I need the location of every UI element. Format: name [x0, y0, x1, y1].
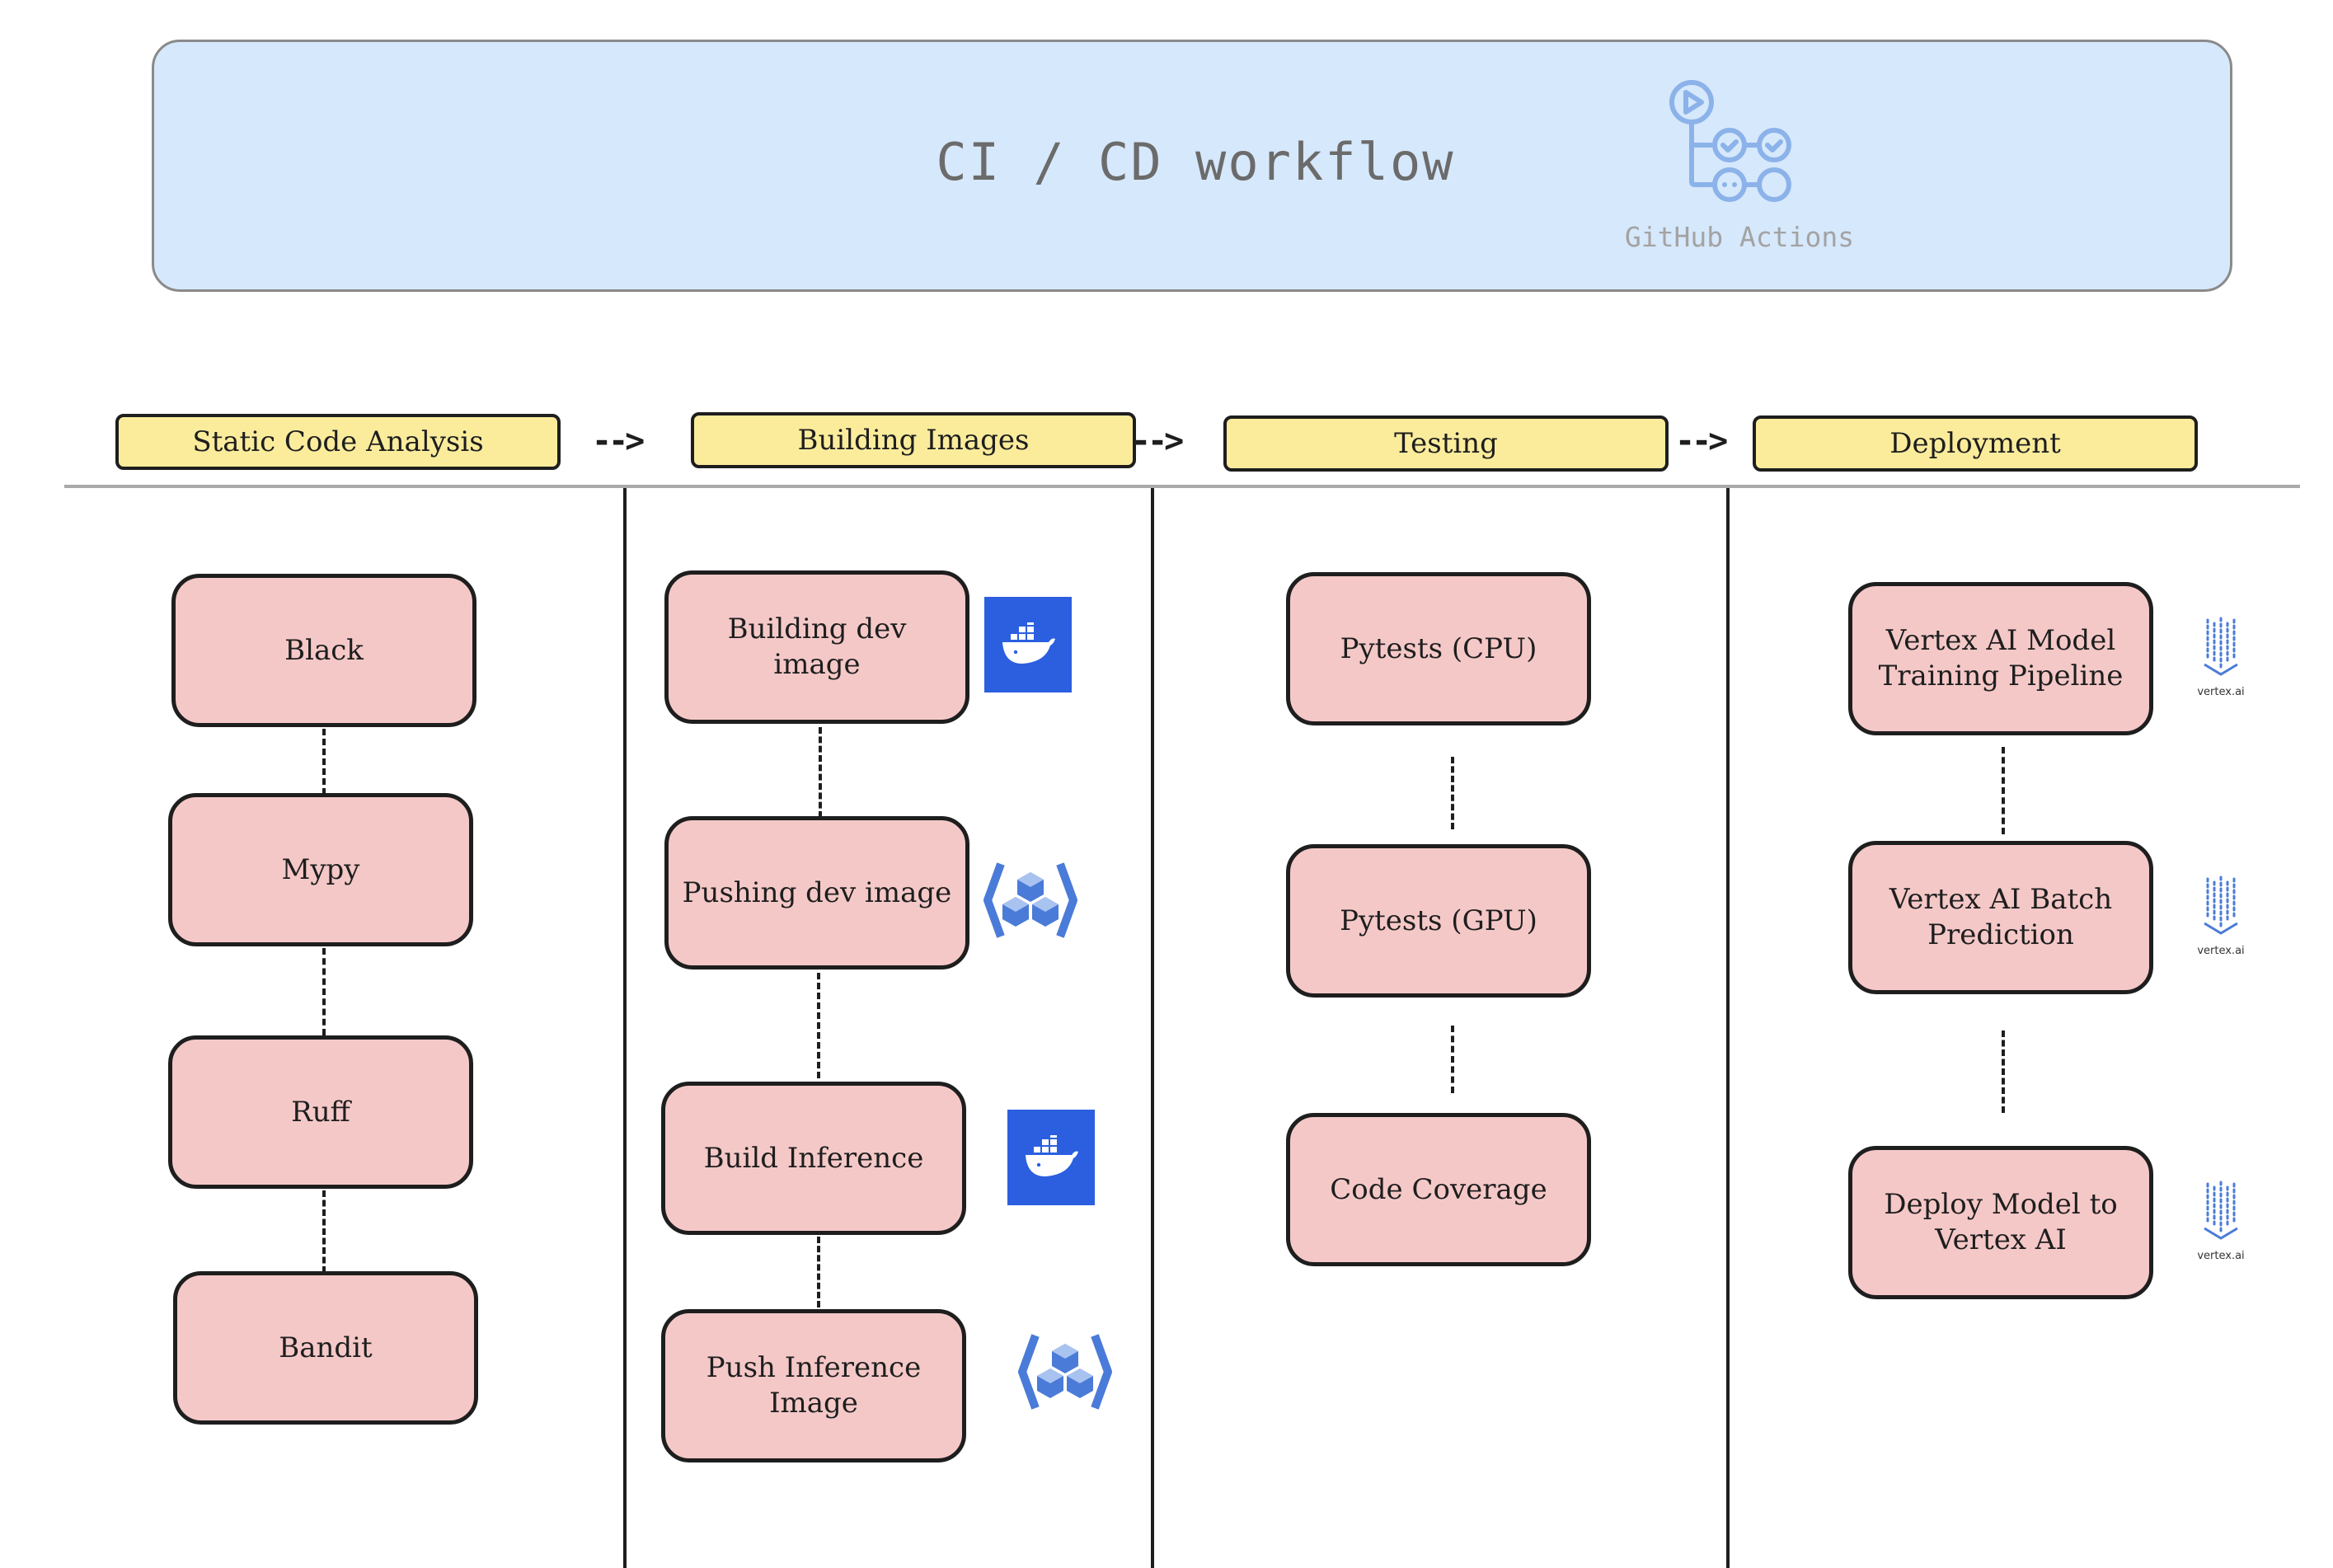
node-label: Ruff — [291, 1095, 350, 1129]
arrow-icon: --> — [592, 422, 645, 460]
header-divider — [64, 485, 2300, 488]
node-black: Black — [171, 574, 476, 727]
node-label: Black — [284, 633, 364, 667]
connector — [2002, 747, 2005, 834]
node-label: Push Inference Image — [706, 1351, 922, 1420]
vertex-caption: vertex.ai — [2197, 945, 2245, 957]
workflow-banner — [152, 40, 2232, 292]
node-label: Pytests (CPU) — [1340, 631, 1537, 665]
connector — [817, 973, 820, 1078]
artifact-registry-icon — [983, 862, 1077, 938]
stage-building-images: Building Images — [691, 412, 1136, 468]
node-ruff: Ruff — [168, 1035, 473, 1189]
artifact-registry-icon — [1018, 1334, 1112, 1410]
node-label: Pushing dev image — [682, 876, 952, 909]
stage-label: Building Images — [797, 424, 1030, 457]
docker-icon — [984, 597, 1072, 692]
connector — [1451, 1026, 1454, 1093]
node-building-dev-image: Building dev image — [664, 570, 969, 724]
vertex-ai-icon: vertex.ai — [2196, 615, 2246, 698]
column-divider — [1151, 488, 1154, 1568]
connector — [817, 1237, 820, 1307]
node-vertex-batch-prediction: Vertex AI Batch Prediction — [1848, 841, 2153, 994]
node-label: Vertex AI Batch Prediction — [1889, 883, 2113, 951]
vertex-ai-icon: vertex.ai — [2196, 874, 2246, 957]
node-build-inference: Build Inference — [661, 1082, 966, 1235]
vertex-ai-icon: vertex.ai — [2196, 1179, 2246, 1262]
connector — [322, 948, 326, 1035]
node-label: Pytests (GPU) — [1340, 904, 1537, 937]
stage-label: Static Code Analysis — [192, 425, 484, 458]
node-deploy-model-vertex: Deploy Model to Vertex AI — [1848, 1146, 2153, 1299]
node-label: Deploy Model to Vertex AI — [1884, 1188, 2118, 1256]
github-actions-caption: GitHub Actions — [1624, 221, 1855, 253]
node-vertex-training-pipeline: Vertex AI Model Training Pipeline — [1848, 582, 2153, 735]
vertex-caption: vertex.ai — [2197, 686, 2245, 698]
node-pytests-cpu: Pytests (CPU) — [1286, 572, 1591, 725]
connector — [322, 1190, 326, 1273]
connector — [819, 727, 822, 818]
node-pytests-gpu: Pytests (GPU) — [1286, 844, 1591, 998]
stage-static-code-analysis: Static Code Analysis — [115, 414, 561, 470]
stage-testing: Testing — [1223, 415, 1669, 472]
stage-label: Testing — [1394, 427, 1498, 460]
node-label: Mypy — [281, 852, 360, 886]
arrow-icon: --> — [1131, 422, 1184, 460]
connector — [322, 729, 326, 795]
node-bandit: Bandit — [173, 1271, 478, 1425]
node-label: Build Inference — [703, 1141, 924, 1175]
node-mypy: Mypy — [168, 793, 473, 946]
node-label: Bandit — [279, 1331, 373, 1364]
column-divider — [623, 488, 627, 1568]
node-code-coverage: Code Coverage — [1286, 1113, 1591, 1266]
node-label: Vertex AI Model Training Pipeline — [1878, 624, 2124, 692]
stage-deployment: Deployment — [1753, 415, 2198, 472]
node-push-inference-image: Push Inference Image — [661, 1309, 966, 1462]
stage-label: Deployment — [1889, 427, 2061, 460]
node-label: Code Coverage — [1330, 1172, 1547, 1206]
arrow-icon: --> — [1675, 422, 1728, 460]
docker-icon — [1007, 1110, 1095, 1205]
node-pushing-dev-image: Pushing dev image — [664, 816, 969, 969]
vertex-caption: vertex.ai — [2197, 1250, 2245, 1262]
column-divider — [1726, 488, 1730, 1568]
connector — [1451, 757, 1454, 829]
connector — [2002, 1030, 2005, 1113]
github-actions-icon — [1669, 80, 1791, 202]
workflow-title: CI / CD workflow — [936, 132, 1455, 192]
node-label: Building dev image — [727, 613, 907, 681]
